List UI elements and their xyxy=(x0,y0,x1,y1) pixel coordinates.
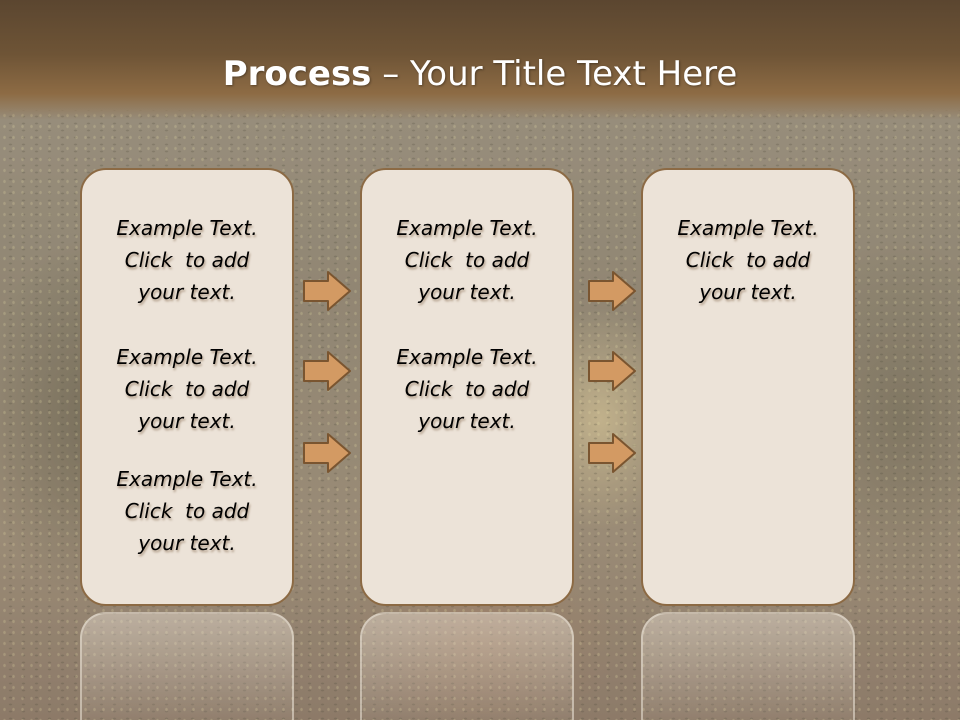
text-line: your text. xyxy=(418,409,516,433)
text-line: Click to add xyxy=(124,248,250,272)
text-block[interactable]: Example Text. Click to add your text. xyxy=(82,341,292,437)
process-box-2[interactable]: Example Text. Click to add your text. Ex… xyxy=(360,168,574,606)
title-rest-text: – Your Title Text Here xyxy=(371,54,738,94)
text-block[interactable]: Example Text. Click to add your text. xyxy=(82,212,292,308)
text-line: your text. xyxy=(418,280,516,304)
text-block[interactable]: Example Text. Click to add your text. xyxy=(362,212,572,308)
text-line: Click to add xyxy=(404,248,530,272)
right-arrow-icon[interactable] xyxy=(587,350,637,392)
right-arrow-icon[interactable] xyxy=(587,270,637,312)
text-line: Click to add xyxy=(685,248,811,272)
text-line: Example Text. xyxy=(677,216,819,240)
text-line: Example Text. xyxy=(116,345,258,369)
text-line: Example Text. xyxy=(396,216,538,240)
text-block[interactable]: Example Text. Click to add your text. xyxy=(643,212,853,308)
slide-title[interactable]: Process – Your Title Text Here xyxy=(0,52,960,96)
text-block[interactable]: Example Text. Click to add your text. xyxy=(82,463,292,559)
column-1-reflection xyxy=(80,612,294,720)
text-line: Example Text. xyxy=(116,216,258,240)
process-box-1[interactable]: Example Text. Click to add your text. Ex… xyxy=(80,168,294,606)
text-line: your text. xyxy=(138,409,236,433)
process-box-3[interactable]: Example Text. Click to add your text. xyxy=(641,168,855,606)
text-line: Example Text. xyxy=(396,345,538,369)
right-arrow-icon[interactable] xyxy=(302,350,352,392)
text-block[interactable]: Example Text. Click to add your text. xyxy=(362,341,572,437)
text-line: your text. xyxy=(138,531,236,555)
text-line: Click to add xyxy=(124,377,250,401)
right-arrow-icon[interactable] xyxy=(587,432,637,474)
title-bold-text: Process xyxy=(222,54,372,94)
text-line: Click to add xyxy=(124,499,250,523)
text-line: Click to add xyxy=(404,377,530,401)
right-arrow-icon[interactable] xyxy=(302,270,352,312)
right-arrow-icon[interactable] xyxy=(302,432,352,474)
text-line: Example Text. xyxy=(116,467,258,491)
column-2-reflection xyxy=(360,612,574,720)
text-line: your text. xyxy=(138,280,236,304)
column-3-reflection xyxy=(641,612,855,720)
text-line: your text. xyxy=(699,280,797,304)
title-bar: Process – Your Title Text Here xyxy=(0,0,960,120)
